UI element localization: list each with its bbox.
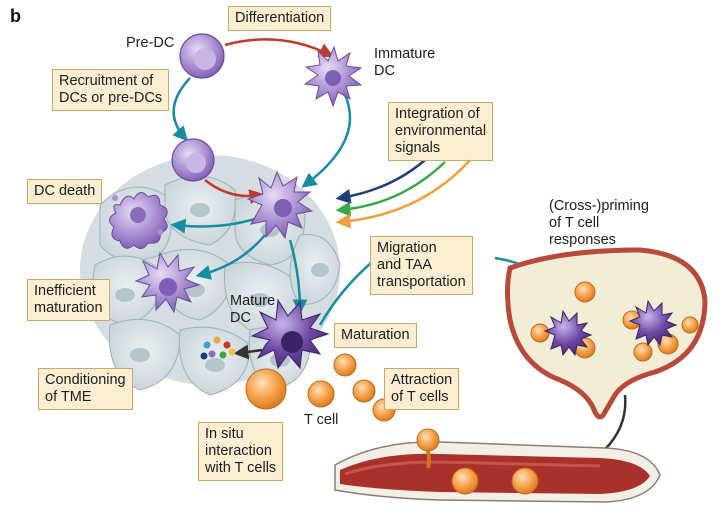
- immature-dc-cell: [303, 45, 363, 108]
- pre-dc-cell: [179, 33, 225, 79]
- integration-label: Integration of environmental signals: [388, 102, 494, 161]
- in-situ-label: In situ interaction with T cells: [198, 422, 284, 481]
- cytokine-dots: [200, 336, 236, 360]
- differentiation-label: Differentiation: [228, 6, 332, 31]
- differentiation-arrow: [224, 38, 335, 58]
- immature-dc-label: Immature DC: [374, 46, 436, 79]
- conditioning-arrow: [233, 344, 263, 360]
- recruitment-label: Recruitment of DCs or pre-DCs: [52, 69, 170, 111]
- recruited-pre-dc-cell: [171, 138, 215, 182]
- recruitment-arrow: [172, 77, 191, 142]
- migration-line: [318, 261, 373, 326]
- conditioning-label: Conditioning of TME: [38, 368, 133, 410]
- pre-dc-label: Pre-DC: [126, 35, 175, 51]
- immature-to-tissue-arrow: [301, 94, 352, 188]
- dying-dc-cell: [109, 192, 168, 249]
- inefficient-dc-cell: [134, 251, 201, 314]
- blood-vessel: [334, 428, 661, 503]
- signal-arrow-orange: [335, 159, 471, 229]
- dc-death-label: DC death: [27, 179, 103, 204]
- mature-dc-label: Mature DC: [230, 293, 276, 326]
- panel-letter: b: [10, 6, 21, 26]
- inefficient-arrow: [195, 234, 266, 280]
- attraction-label: Attraction of T cells: [384, 368, 460, 410]
- t-cell-label: T cell: [304, 412, 339, 428]
- lymph-node: [505, 247, 708, 420]
- t-cells: [245, 353, 396, 422]
- central-dc-cell: [246, 170, 314, 240]
- inefficient-maturation-label: Inefficient maturation: [27, 279, 110, 321]
- predc-to-dc-arrow: [204, 179, 265, 205]
- death-arrow: [170, 216, 259, 234]
- signal-arrow-navy: [335, 159, 426, 204]
- cross-priming-label: (Cross-)priming of T cell responses: [549, 198, 649, 248]
- migration-label: Migration and TAA transportation: [370, 236, 473, 295]
- maturation-label: Maturation: [334, 323, 417, 348]
- mature-dc-cell: [250, 298, 330, 370]
- signal-arrow-green: [335, 161, 446, 217]
